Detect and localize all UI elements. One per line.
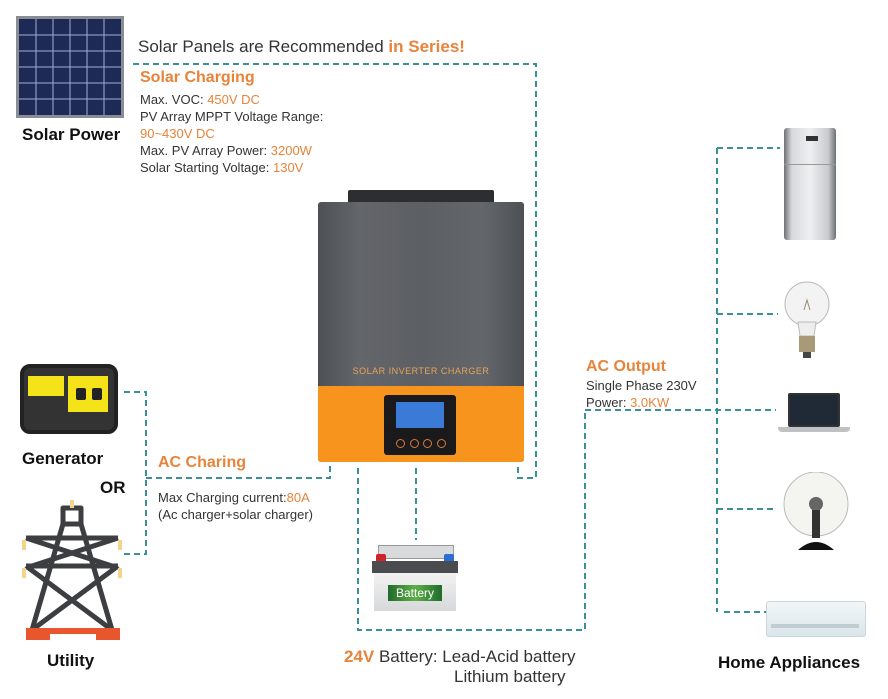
generator-label: Generator	[22, 449, 104, 468]
or-label: OR	[100, 478, 126, 497]
spec-start-voltage: Solar Starting Voltage: 130V	[140, 160, 304, 175]
inverter-brand-text: SOLAR INVERTER CHARGER	[352, 366, 490, 376]
air-conditioner-icon	[766, 601, 866, 637]
inverter-icon: SOLAR INVERTER CHARGER	[318, 190, 524, 464]
battery-voltage: 24V	[344, 647, 375, 666]
generator-line	[124, 391, 147, 555]
ac-output-specs: Single Phase 230V Power: 3.0KW	[586, 377, 697, 411]
lcd-buttons[interactable]	[396, 439, 446, 449]
spec-pv-power: Max. PV Array Power: 3200W	[140, 143, 312, 158]
generator-icon	[20, 364, 118, 436]
spec-mppt-value: 90~430V DC	[140, 126, 215, 141]
spec-mppt-label: PV Array MPPT Voltage Range:	[140, 109, 324, 124]
max-charging-current: Max Charging current:80A	[158, 490, 310, 505]
battery-icon: Battery	[372, 545, 458, 611]
light-bulb-icon	[784, 281, 830, 358]
utility-label: Utility	[47, 651, 95, 670]
solar-charging-heading: Solar Charging	[140, 69, 255, 86]
ac-charging-heading: AC Charing	[158, 454, 246, 471]
series-recommendation: Solar Panels are Recommended in Series!	[138, 37, 465, 57]
refrigerator-icon	[784, 128, 836, 240]
output-power: Power: 3.0KW	[586, 395, 670, 410]
series-prefix: Solar Panels are Recommended	[138, 37, 389, 56]
output-phase: Single Phase 230V	[586, 378, 697, 393]
battery-line-pos	[357, 410, 586, 631]
ac-output-heading: AC Output	[586, 358, 666, 375]
charging-note: (Ac charger+solar charger)	[158, 507, 313, 522]
solar-power-label: Solar Power	[22, 125, 121, 144]
solar-panel-icon	[16, 16, 124, 118]
battery-type-2: Lithium battery	[454, 667, 566, 686]
battery-spec: 24V Battery: Lead-Acid battery Lithium b…	[344, 647, 576, 687]
laptop-icon	[778, 393, 850, 439]
ac-charging-specs: Max Charging current:80A (Ac charger+sol…	[158, 489, 313, 523]
solar-specs: Max. VOC: 450V DC PV Array MPPT Voltage …	[140, 91, 323, 176]
fan-icon	[783, 472, 849, 550]
utility-tower-icon	[22, 500, 122, 640]
mount-bracket	[348, 190, 494, 204]
battery-icon-text: Battery	[388, 585, 442, 601]
home-appliances-label: Home Appliances	[718, 653, 861, 672]
series-highlight: in Series!	[388, 37, 465, 56]
battery-type-1: Battery: Lead-Acid battery	[374, 647, 576, 666]
spec-voc: Max. VOC: 450V DC	[140, 92, 260, 107]
lcd-panel	[384, 395, 456, 455]
lcd-screen	[396, 402, 444, 428]
ac-input-line	[146, 466, 331, 479]
